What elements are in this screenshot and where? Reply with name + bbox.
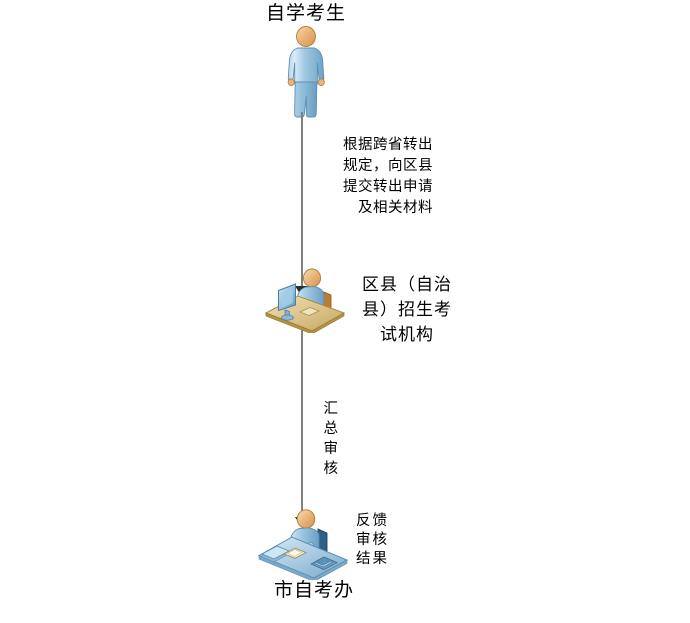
connector-district-to-city <box>301 330 303 526</box>
edge-note-submit-line-1: 根据跨省转出 <box>343 137 433 153</box>
edge-note-submit-line-2: 规定，向区县 <box>343 158 433 174</box>
page-title: 自学考生 <box>266 3 347 24</box>
standing-person-icon <box>282 26 330 123</box>
edge-note-feedback-row-2: 审核 <box>356 532 389 548</box>
node-label-city-office: 市自考办 <box>274 580 355 601</box>
edge-note-review-char-1: 汇 <box>323 401 339 417</box>
edge-note-review-char-4: 核 <box>323 461 339 477</box>
edge-note-review-char-2: 总 <box>323 421 339 437</box>
edge-note-submit: 根据跨省转出规定，向区县提交转出申请及相关材料 <box>337 135 433 219</box>
edge-note-submit-line-3: 提交转出申请 <box>343 179 433 195</box>
edge-note-review-vertical: 汇总审核 <box>321 399 341 479</box>
connector-student-to-district <box>301 112 303 297</box>
edge-note-feedback-row-3: 结果 <box>356 551 389 567</box>
person-at-computer-desk-icon <box>262 265 348 338</box>
edge-note-review-char-3: 审 <box>323 441 339 457</box>
node-label-district-line-1: 区县（自治 <box>362 275 452 294</box>
node-label-district-line-3: 试机构 <box>380 325 434 344</box>
edge-note-feedback: 反馈审核结果 <box>356 512 400 569</box>
node-label-district-line-2: 县）招生考 <box>362 300 452 319</box>
person-at-office-desk-icon <box>256 506 352 585</box>
edge-note-feedback-row-1: 反馈 <box>356 513 389 529</box>
node-label-district-office: 区县（自治县）招生考试机构 <box>362 272 452 347</box>
edge-note-submit-line-4: 及相关材料 <box>358 200 433 216</box>
